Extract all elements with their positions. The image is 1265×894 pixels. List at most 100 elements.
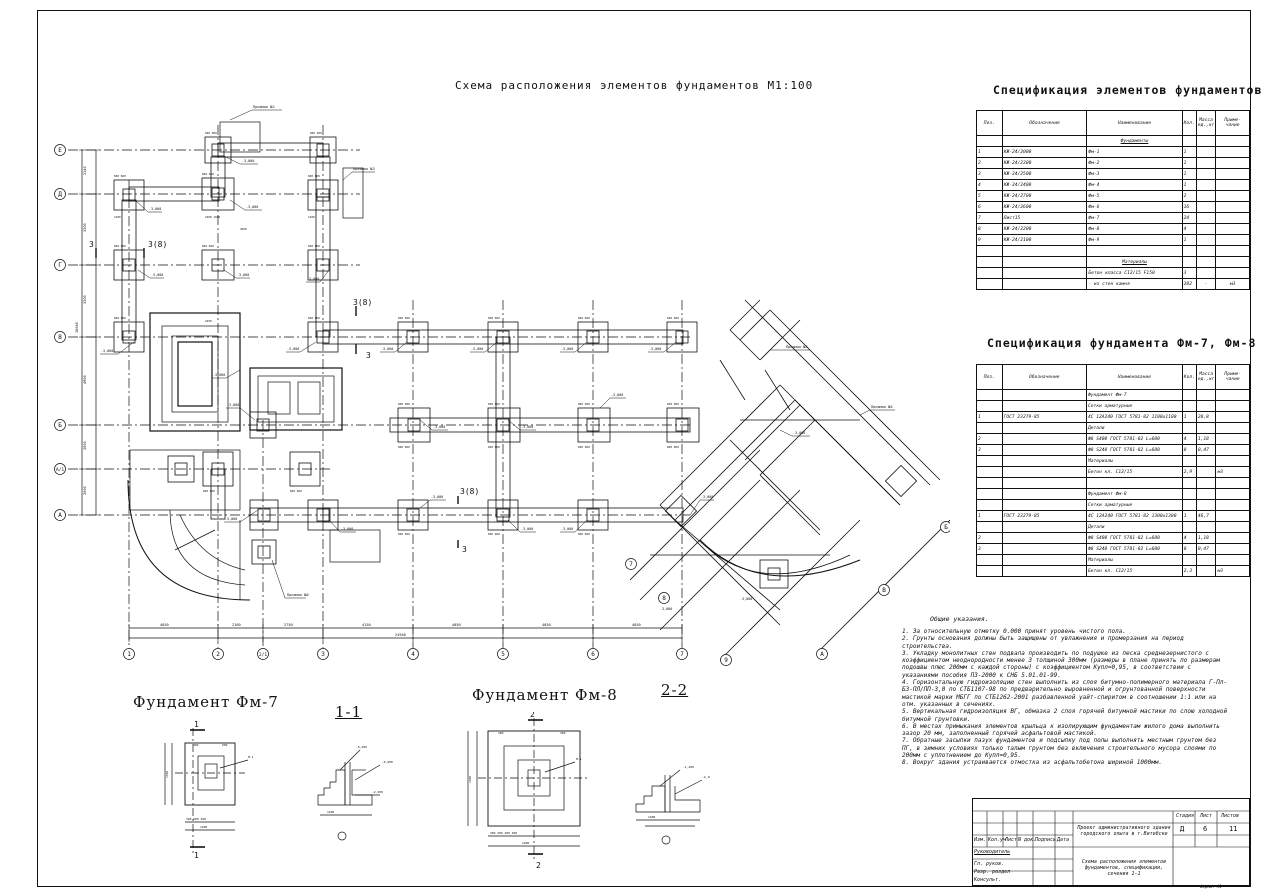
svg-text:600 600: 600 600 xyxy=(488,402,500,406)
plan-title: Схема расположения элементов фундаментов… xyxy=(455,79,814,92)
svg-text:600 600: 600 600 xyxy=(114,174,126,178)
stamp-stage-label: Стадия xyxy=(1176,813,1195,819)
svg-text:1400: 1400 xyxy=(648,815,655,819)
svg-text:-3,000: -3,000 xyxy=(649,347,661,351)
svg-text:600 600: 600 600 xyxy=(667,445,679,449)
svg-text:-3,000: -3,000 xyxy=(287,347,299,351)
svg-text:16640: 16640 xyxy=(75,322,79,333)
svg-text:300 600 300: 300 600 300 xyxy=(186,817,206,821)
svg-text:600 600: 600 600 xyxy=(578,402,590,406)
svg-text:-3,000: -3,000 xyxy=(433,425,445,429)
fm8-title: Фундамент Фм-8 xyxy=(472,686,618,704)
svg-text:1200: 1200 xyxy=(327,810,334,814)
svg-text:-3,000: -3,000 xyxy=(213,373,225,377)
svg-text:600 600: 600 600 xyxy=(488,316,500,320)
drawing-sheet xyxy=(37,10,1251,887)
section-mark: 3 xyxy=(89,240,94,249)
svg-text:4050: 4050 xyxy=(452,623,461,627)
note-item: 4. Горизонтальную гидроизоляцию стен вып… xyxy=(902,679,1228,708)
svg-text:300: 300 xyxy=(498,731,504,735)
table-row: Материалы xyxy=(976,455,1250,467)
svg-text:-0,200: -0,200 xyxy=(356,745,367,749)
col-header: Поз. xyxy=(976,110,1003,136)
svg-text:М-1: М-1 xyxy=(248,755,254,759)
svg-text:М-1: М-1 xyxy=(576,757,582,761)
axis-label-bottom: 4 xyxy=(411,651,415,658)
table-row: Материалы xyxy=(976,554,1250,566)
svg-text:300: 300 xyxy=(560,731,566,735)
col-header: Кол. xyxy=(1181,110,1197,136)
svg-text:600 600: 600 600 xyxy=(114,316,126,320)
svg-text:600 600: 600 600 xyxy=(114,244,126,248)
table-row: Сетки арматурные xyxy=(976,499,1250,511)
table-row: Фундамент Фм-7 xyxy=(976,389,1250,401)
group-title: Фундаменты xyxy=(1086,135,1183,147)
svg-text:600 600: 600 600 xyxy=(667,402,679,406)
spec1-title: Спецификация элементов фундаментов xyxy=(993,83,1263,97)
svg-text:3: 3 xyxy=(366,351,371,360)
svg-text:600 600: 600 600 xyxy=(578,532,590,536)
callout-label: Приямок №4 xyxy=(786,345,808,349)
cut-mark: 1 xyxy=(194,851,199,860)
svg-text:600 600: 600 600 xyxy=(488,532,500,536)
axis-label-bottom: 7 xyxy=(680,651,684,658)
foundation-plan: -3,000 -3,000 -3,000 -3,000 -3,000 -3,000 -… xyxy=(54,105,950,666)
axis-label-diag: А xyxy=(820,651,824,658)
note-item: 1. За относительную отметку 0.000 принят… xyxy=(902,628,1126,635)
svg-text:-2,200: -2,200 xyxy=(372,790,383,794)
title-block-grid xyxy=(973,810,1251,887)
stamp-sheet: 6 xyxy=(1203,825,1208,833)
callout-label: Приямок №6 xyxy=(287,593,309,597)
svg-text:-3,000: -3,000 xyxy=(237,273,249,277)
svg-text:2160: 2160 xyxy=(232,623,241,627)
svg-text:-3,000: -3,000 xyxy=(471,347,483,351)
svg-text:3300: 3300 xyxy=(83,295,87,304)
callout-label: Приямок №2 xyxy=(253,105,275,109)
col-header: Наименование xyxy=(1085,364,1183,390)
axis-label-left: А xyxy=(58,512,62,519)
axis-label-diag: 8 xyxy=(662,595,666,602)
note-item: 5. Вертикальная гидроизоляция ВГ, обмазк… xyxy=(902,708,1228,723)
svg-text:2000: 2000 xyxy=(83,441,87,450)
group-title: Материалы xyxy=(1086,256,1183,268)
stamp-project: Проект административного здания городско… xyxy=(1077,825,1171,837)
svg-text:-3,000: -3,000 xyxy=(151,273,163,277)
cut-mark: 1 xyxy=(194,720,199,729)
svg-text:600 600: 600 600 xyxy=(308,174,320,178)
svg-text:-3,000: -3,000 xyxy=(561,527,573,531)
svg-text:2750: 2750 xyxy=(284,623,293,627)
axis-label-diag: Б xyxy=(944,524,948,531)
table-row xyxy=(976,477,1250,489)
format-label: Формат А1 xyxy=(1200,884,1222,889)
stamp-sheet-title: Схема расположения элементов фундаментов… xyxy=(1081,859,1167,877)
svg-text:600 600: 600 600 xyxy=(202,172,214,176)
col-header: Приме- чание xyxy=(1215,110,1250,136)
svg-text:600 600: 600 600 xyxy=(578,445,590,449)
stamp-role: Гл. руков. xyxy=(974,861,1005,867)
table-row: Детали xyxy=(976,422,1250,434)
svg-text:4950: 4950 xyxy=(240,227,247,231)
stamp-role: Руководитель xyxy=(974,849,1011,855)
axis-label-diag: 7 xyxy=(629,561,633,568)
svg-text:3: 3 xyxy=(462,545,467,554)
svg-text:600 600: 600 600 xyxy=(308,244,320,248)
axis-label-bottom: 6 xyxy=(591,651,595,658)
section-mark: 3(8) xyxy=(148,240,167,249)
fm7-title: Фундамент Фм-7 xyxy=(133,693,279,711)
stamp-col-head: Кол.уч xyxy=(988,837,1007,843)
svg-text:600 600: 600 600 xyxy=(205,131,217,135)
axis-label-bottom: 2/1 xyxy=(259,652,268,658)
stamp-role: Разр. раздел xyxy=(974,869,1011,875)
svg-text:600 600: 600 600 xyxy=(578,316,590,320)
svg-text:-3,000: -3,000 xyxy=(225,517,237,521)
col-header: Приме- чание xyxy=(1215,364,1250,390)
section-mark: 3(8) xyxy=(460,487,479,496)
col-header: Поз. xyxy=(976,364,1003,390)
